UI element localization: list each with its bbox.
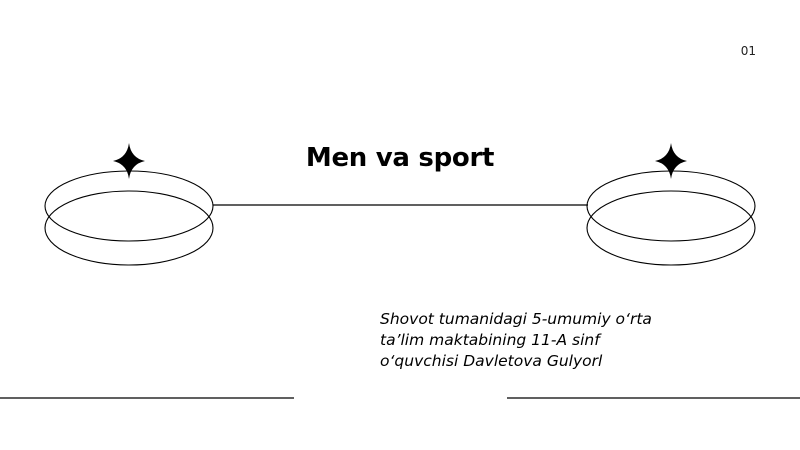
slide-title: Men va sport <box>305 143 495 173</box>
left-ring-icon <box>44 170 214 266</box>
subtitle-line: Shovot tumanidagi 5-umumiy o‘rta <box>380 310 652 328</box>
left-four-point-star-icon <box>113 143 145 179</box>
right-four-point-star-icon <box>655 143 687 179</box>
right-ring-icon <box>586 170 756 266</box>
subtitle-line: o‘quvchisi Davletova Gulyorl <box>380 352 603 370</box>
subtitle-line: ta’lim maktabining 11-A sinf <box>380 331 600 349</box>
slide-subtitle: Shovot tumanidagi 5-umumiy o‘rta ta’lim … <box>380 309 710 372</box>
slide-number: 01 <box>740 44 756 58</box>
